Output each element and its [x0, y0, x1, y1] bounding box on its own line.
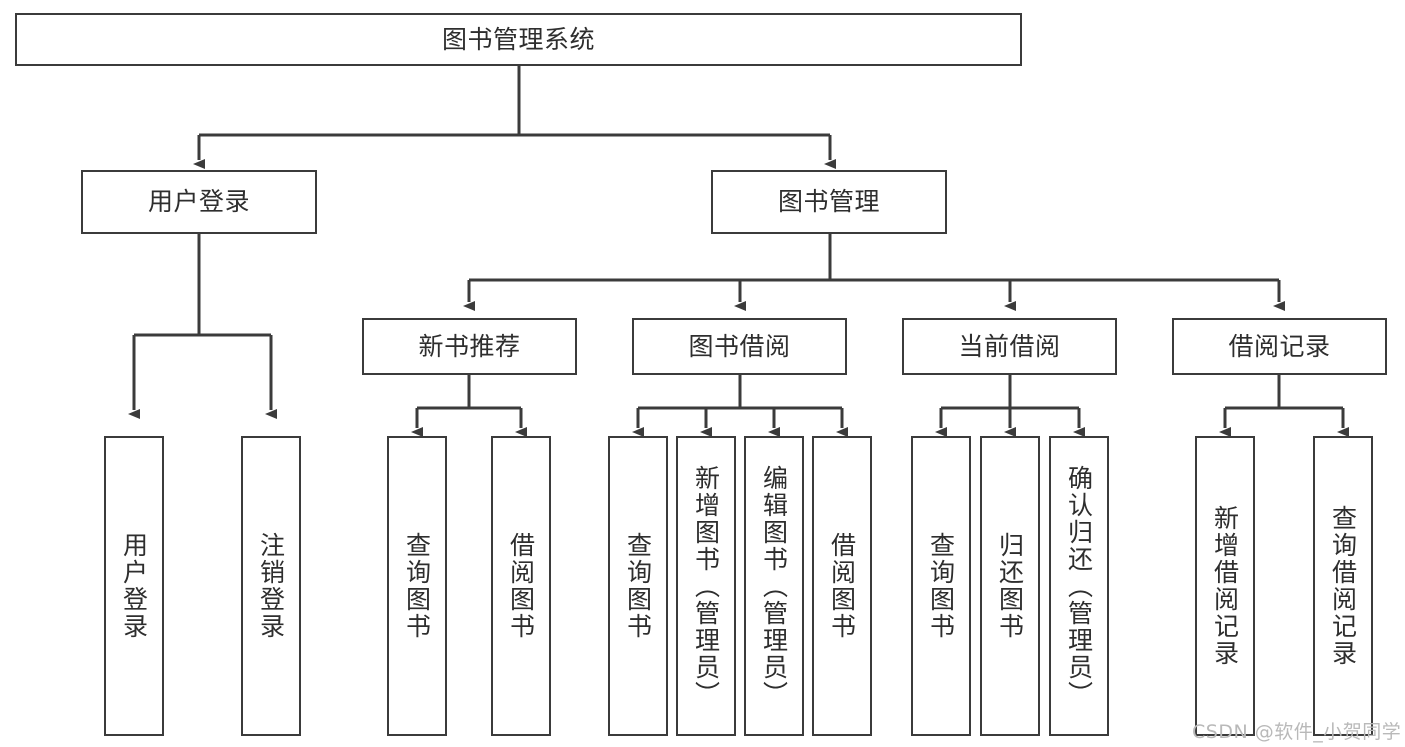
node-new-book-recommendation[interactable]: 新书推荐 — [362, 318, 577, 375]
node-label: 编辑图书（管理员） — [759, 464, 789, 708]
node-label: 新书推荐 — [418, 331, 521, 361]
node-label: 借阅图书 — [506, 532, 536, 640]
node-label: 用户登录 — [147, 187, 250, 217]
node-label: 查询借阅记录 — [1328, 505, 1358, 667]
node-user-login[interactable]: 用户登录 — [81, 170, 317, 234]
node-label: 归还图书 — [995, 532, 1025, 640]
node-leaf-query-books-recommendation[interactable]: 查询图书 — [387, 436, 447, 736]
node-leaf-user-login[interactable]: 用户登录 — [104, 436, 164, 736]
node-borrowing-records[interactable]: 借阅记录 — [1172, 318, 1387, 375]
node-label: 当前借阅 — [958, 331, 1061, 361]
node-root-book-management-system[interactable]: 图书管理系统 — [15, 13, 1022, 66]
node-current-borrowing[interactable]: 当前借阅 — [902, 318, 1117, 375]
node-leaf-query-books-borrowing[interactable]: 查询图书 — [608, 436, 668, 736]
node-leaf-edit-book-admin[interactable]: 编辑图书（管理员） — [744, 436, 804, 736]
node-book-borrowing[interactable]: 图书借阅 — [632, 318, 847, 375]
csdn-watermark: CSDN @软件_小贺同学 — [1192, 721, 1402, 743]
node-label: 借阅记录 — [1228, 331, 1331, 361]
node-label: 借阅图书 — [827, 532, 857, 640]
node-leaf-return-books[interactable]: 归还图书 — [980, 436, 1040, 736]
node-leaf-borrow-books-borrowing[interactable]: 借阅图书 — [812, 436, 872, 736]
node-label: 注销登录 — [256, 532, 286, 640]
node-leaf-add-book-admin[interactable]: 新增图书（管理员） — [676, 436, 736, 736]
node-leaf-borrow-books-recommendation[interactable]: 借阅图书 — [491, 436, 551, 736]
node-label: 查询图书 — [623, 532, 653, 640]
node-leaf-logout[interactable]: 注销登录 — [241, 436, 301, 736]
node-leaf-confirm-return-admin[interactable]: 确认归还（管理员） — [1049, 436, 1109, 736]
node-book-management[interactable]: 图书管理 — [711, 170, 947, 234]
node-label: 查询图书 — [926, 532, 956, 640]
node-label: 图书借阅 — [688, 331, 791, 361]
node-label: 图书管理 — [777, 187, 880, 217]
node-label: 用户登录 — [119, 532, 149, 640]
node-leaf-query-books-current[interactable]: 查询图书 — [911, 436, 971, 736]
node-label: 新增图书（管理员） — [691, 464, 721, 708]
node-label: 新增借阅记录 — [1210, 505, 1240, 667]
node-label: 查询图书 — [402, 532, 432, 640]
node-leaf-add-borrowing-record[interactable]: 新增借阅记录 — [1195, 436, 1255, 736]
node-label: 确认归还（管理员） — [1064, 464, 1094, 708]
node-leaf-query-borrowing-record[interactable]: 查询借阅记录 — [1313, 436, 1373, 736]
node-label: 图书管理系统 — [441, 24, 595, 54]
